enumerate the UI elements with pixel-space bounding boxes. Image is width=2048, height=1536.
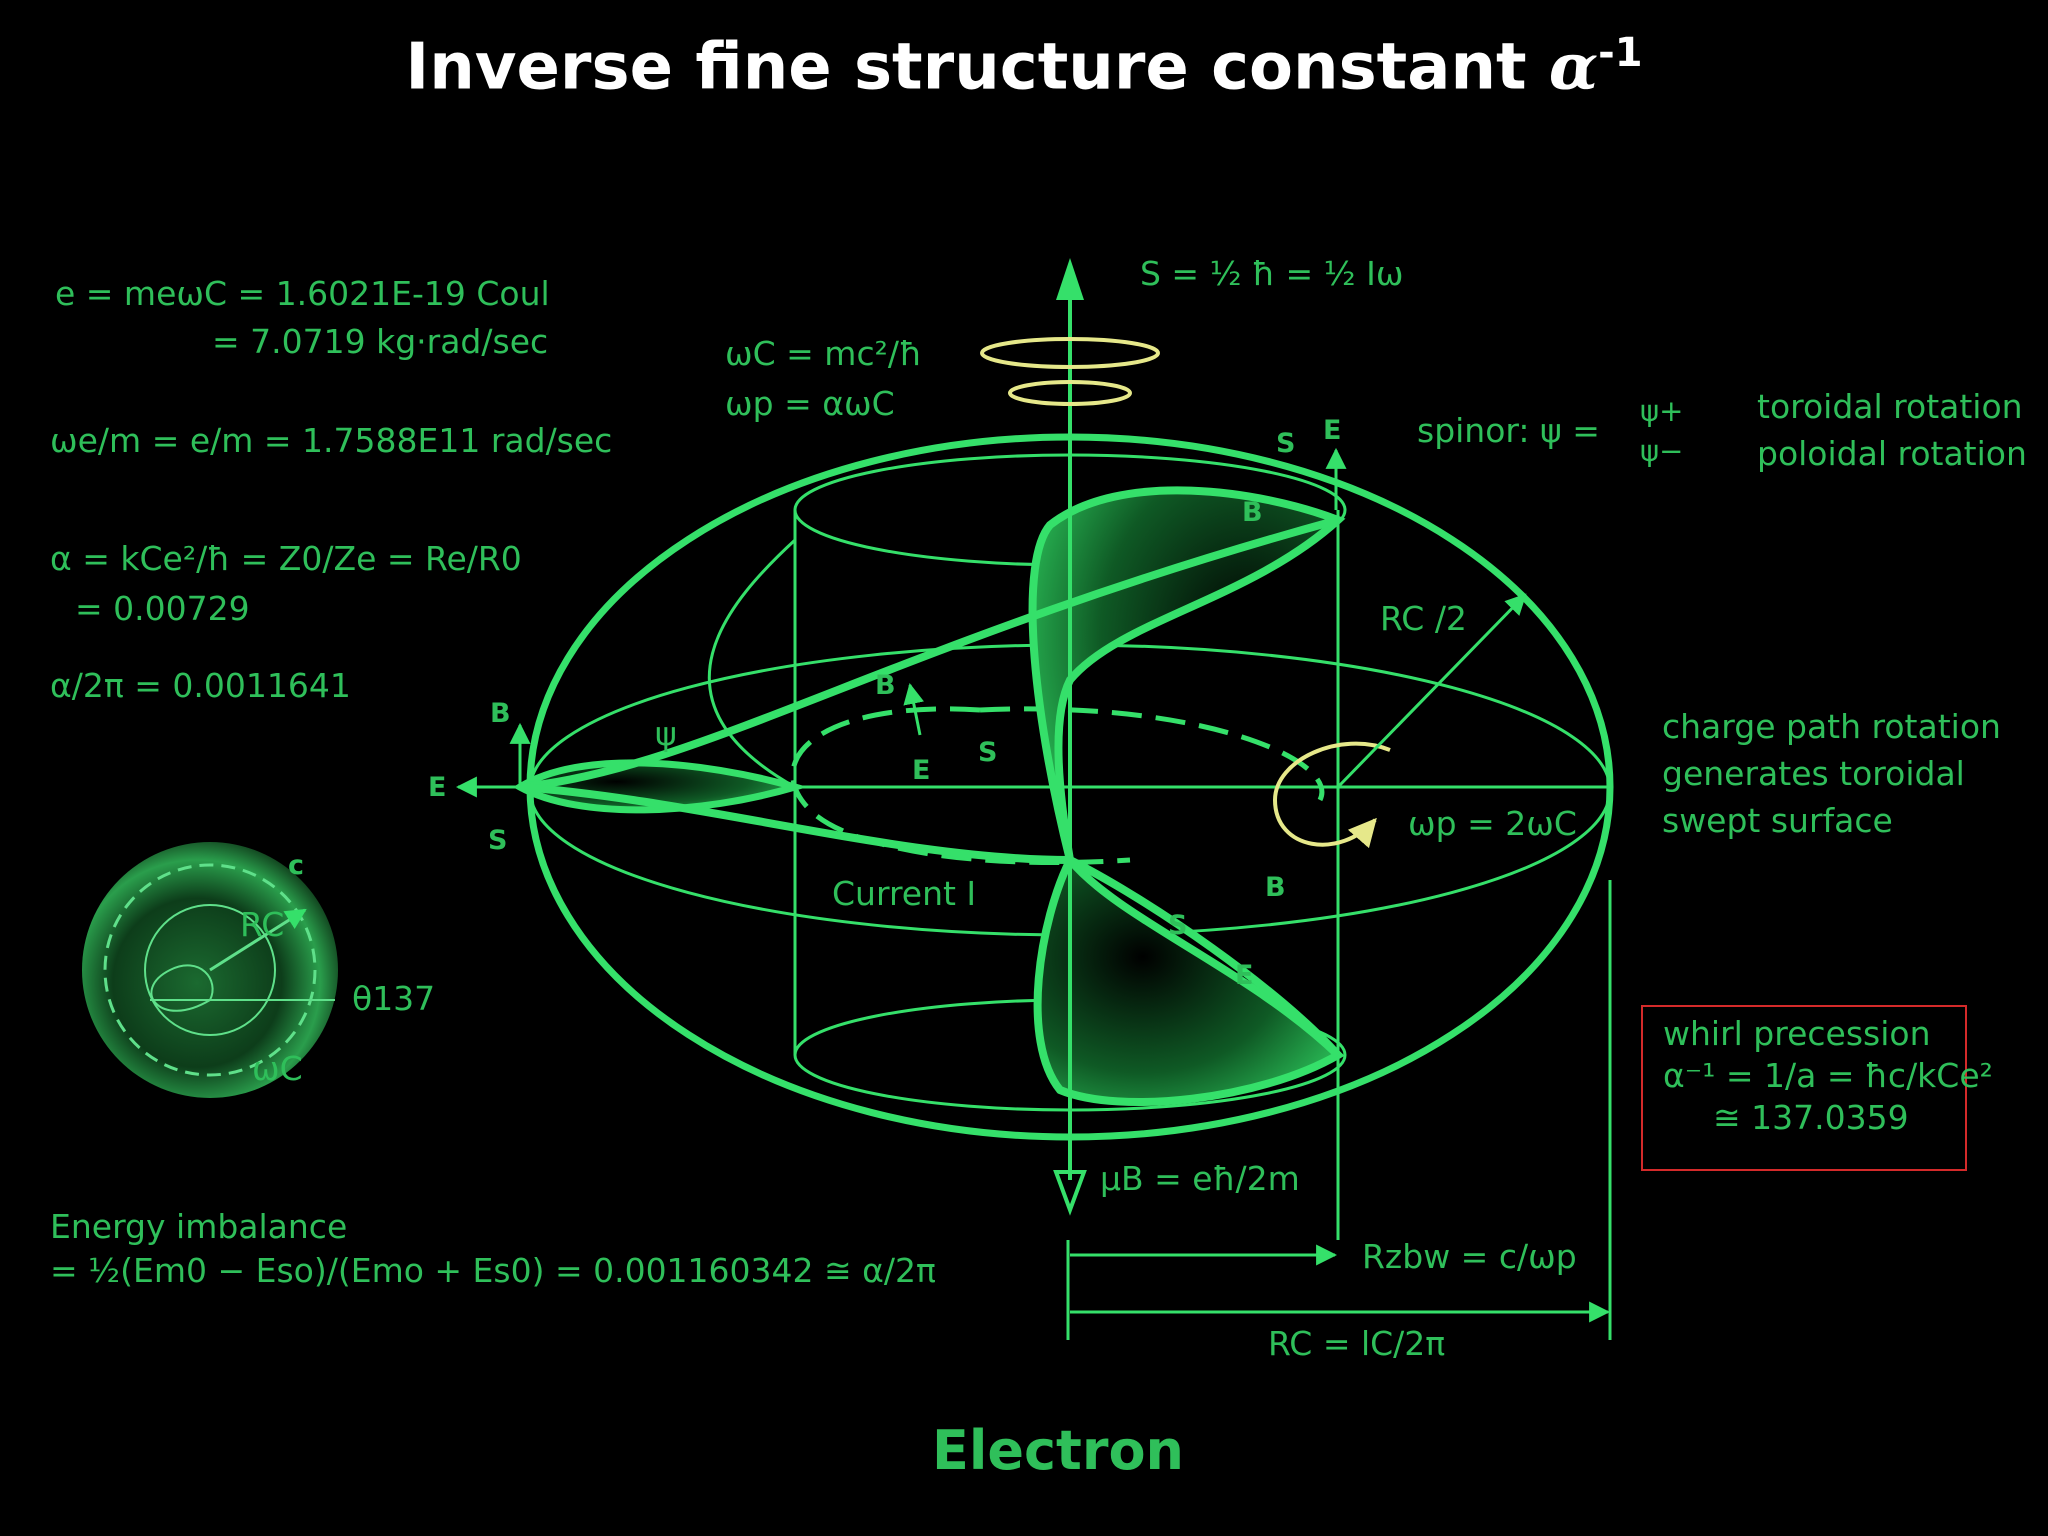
psi-lobes (513, 486, 1346, 1107)
title-alpha: α (1548, 29, 1599, 105)
s-label-mid: S (978, 737, 998, 768)
inset-inner-circle (144, 904, 276, 1036)
inset-loop (150, 964, 214, 1012)
footer-label: Electron (931, 1419, 1185, 1482)
omega-p-2-label: ωp = 2ωC (1408, 804, 1577, 843)
whirl-value: ≅ 137.0359 (1713, 1097, 1909, 1137)
b-label-mid: B (875, 670, 896, 701)
psi-label: ψ (655, 714, 677, 753)
title-text: Inverse fine structure constant (405, 30, 1549, 105)
s-label-bottom: S (1168, 910, 1188, 941)
inset-radius (209, 908, 307, 972)
charge-path-2: generates toroidal (1662, 754, 1965, 793)
toroidal-label: toroidal rotation (1757, 387, 2023, 426)
inset-dashed-circle (103, 863, 317, 1077)
eq-alpha-2pi: α/2π = 0.0011641 (50, 666, 351, 705)
inset-theta-label: θ137 (352, 979, 436, 1018)
eq-charge: e = meωC = 1.6021E-19 Coul (55, 274, 550, 313)
omega-p-label: ωp = αωC (725, 384, 895, 423)
spin-axis-arrowhead (1056, 258, 1084, 300)
page-title: Inverse fine structure constant α-1 (0, 30, 2048, 105)
charge-path-1: charge path rotation (1662, 707, 2001, 746)
mu-b-label: μB = eħ/2m (1100, 1159, 1300, 1198)
spin-label: S = ½ ħ = ½ Iω (1140, 254, 1404, 293)
eq-charge-value: = 7.0719 kg·rad/sec (212, 322, 549, 361)
spinor-plus: ψ+ (1640, 394, 1684, 428)
energy-equation: = ½(Em0 − Eso)/(Emo + Es0) = 0.001160342… (50, 1251, 936, 1290)
energy-title: Energy imbalance (50, 1207, 348, 1246)
spinor-label: spinor: ψ = (1417, 411, 1600, 450)
inset-c-label: c (288, 850, 305, 881)
twist-curve-2 (519, 783, 1341, 1058)
charge-path-3: swept surface (1662, 801, 1893, 840)
precession-circle (1272, 741, 1391, 849)
eq-alpha-def: α = kCe²/ħ = Z0/Ze = Re/R0 (50, 539, 522, 578)
rc-half-arrow (1336, 593, 1527, 789)
spinor-minus: ψ− (1640, 434, 1684, 468)
e-label-mid: E (912, 755, 931, 786)
whirl-title: whirl precession (1663, 1014, 1931, 1053)
eq-alpha-value: = 0.00729 (75, 589, 250, 628)
b-label-left: B (490, 698, 511, 729)
omega-c-label: ωC = mc²/ħ (725, 334, 922, 373)
r-zbw-label: Rzbw = c/ωp (1362, 1237, 1577, 1276)
inner-loop-left (707, 538, 797, 789)
current-loop (790, 706, 1131, 866)
inset-rc-label: RC (240, 905, 285, 944)
whirl-equation: α⁻¹ = 1/a = ħc/kCe² (1663, 1055, 1993, 1095)
b-arrow-mid (903, 682, 925, 736)
s-label-top: S (1276, 428, 1296, 459)
eq-omega-em: ωe/m = e/m = 1.7588E11 rad/sec (50, 421, 613, 460)
dimension-lines (455, 447, 1612, 1340)
rotation-ellipse-large (980, 337, 1160, 369)
b-label-top: B (1242, 497, 1263, 528)
lower-lobe (1033, 852, 1345, 1107)
whirl-precession-box: whirl precession α⁻¹ = 1/a = ħc/kCe² ≅ 1… (1641, 1005, 1993, 1171)
inset-omega-label: ωC (252, 1049, 303, 1088)
current-loop-right (979, 706, 1325, 802)
s-label-left: S (488, 825, 508, 856)
current-label: Current I (832, 874, 977, 913)
rotation-ellipse-small (1008, 380, 1132, 406)
b-label-bottom: B (1265, 872, 1286, 903)
rotation-indicators (980, 337, 1391, 849)
e-label-bottom: E (1235, 960, 1254, 991)
upper-lobe (1028, 486, 1346, 861)
e-label-left: E (428, 772, 447, 803)
rc-half-label: RC /2 (1380, 599, 1467, 638)
title-exponent: -1 (1598, 30, 1643, 76)
mu-axis-arrowhead (1053, 1170, 1087, 1216)
twist-curve-1 (519, 516, 1340, 791)
r-c-label: RC = lC/2π (1268, 1324, 1446, 1363)
e-label-top: E (1323, 415, 1342, 446)
inset-disc (82, 842, 338, 1098)
poloidal-label: poloidal rotation (1757, 434, 2027, 473)
